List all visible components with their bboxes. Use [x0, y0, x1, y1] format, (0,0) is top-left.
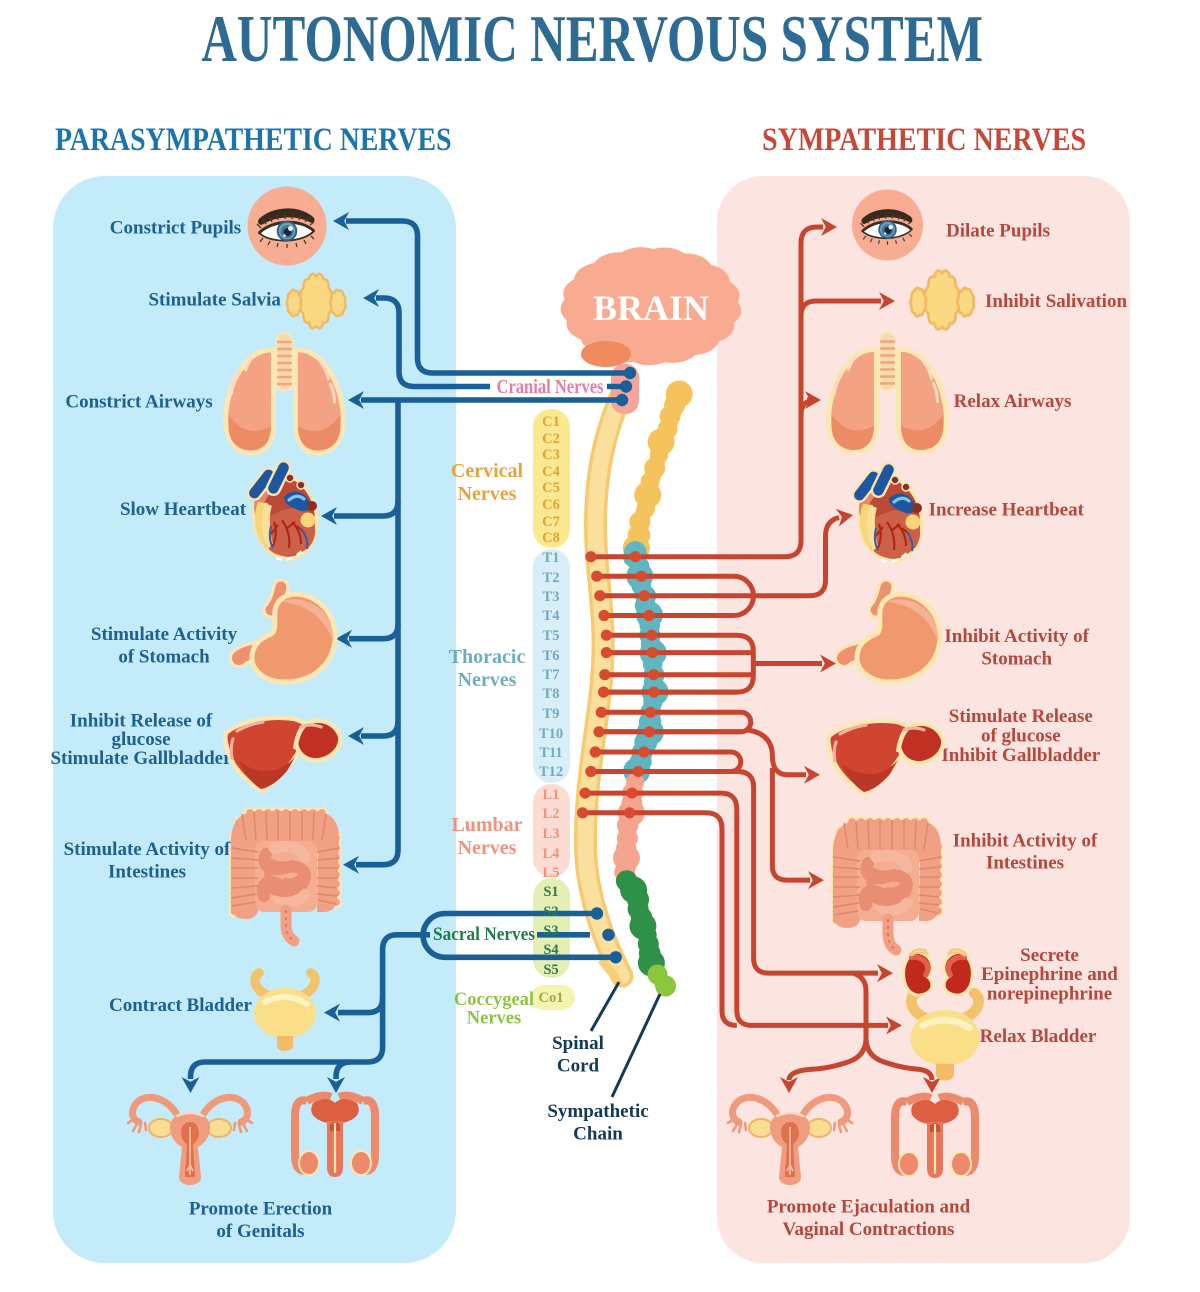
svg-text:Lumbar: Lumbar — [451, 814, 522, 836]
svg-text:Inhibit Salivation: Inhibit Salivation — [985, 291, 1127, 312]
svg-text:Slow Heartbeat: Slow Heartbeat — [120, 499, 247, 520]
svg-text:Relax Airways: Relax Airways — [954, 391, 1072, 412]
svg-text:S2: S2 — [543, 904, 558, 920]
svg-text:Nerves: Nerves — [458, 669, 517, 691]
svg-text:C2: C2 — [542, 431, 560, 447]
svg-text:L3: L3 — [543, 826, 560, 842]
svg-text:Co1: Co1 — [539, 990, 564, 1006]
svg-text:T8: T8 — [543, 686, 560, 702]
svg-text:S1: S1 — [543, 884, 558, 900]
svg-text:Cord: Cord — [557, 1056, 600, 1077]
svg-text:Stimulate Release: Stimulate Release — [949, 706, 1093, 727]
svg-text:Promote Ejaculation and: Promote Ejaculation and — [767, 1196, 971, 1217]
svg-text:of glucose: of glucose — [981, 725, 1061, 746]
svg-text:Increase Heartbeat: Increase Heartbeat — [929, 499, 1085, 520]
svg-text:L2: L2 — [543, 806, 560, 822]
svg-text:T6: T6 — [543, 648, 560, 664]
svg-text:C7: C7 — [542, 514, 560, 530]
svg-text:Cranial Nerves: Cranial Nerves — [497, 376, 604, 398]
svg-text:S4: S4 — [543, 942, 558, 958]
svg-text:Nerves: Nerves — [458, 483, 517, 505]
svg-text:T4: T4 — [543, 608, 560, 624]
svg-text:Cervical: Cervical — [451, 460, 524, 482]
svg-text:S5: S5 — [543, 962, 558, 978]
svg-text:C1: C1 — [542, 414, 560, 430]
svg-text:Dilate Pupils: Dilate Pupils — [946, 220, 1050, 241]
svg-text:Vaginal Contractions: Vaginal Contractions — [783, 1219, 955, 1240]
svg-text:norepinephrine: norepinephrine — [987, 983, 1112, 1004]
svg-text:Constrict Pupils: Constrict Pupils — [110, 218, 241, 239]
svg-text:Constrict Airways: Constrict Airways — [65, 391, 212, 412]
svg-text:Chain: Chain — [573, 1124, 623, 1145]
svg-text:Inhibit Release of: Inhibit Release of — [70, 710, 213, 731]
svg-text:Stimulate Activity: Stimulate Activity — [91, 624, 238, 645]
svg-text:of Stomach: of Stomach — [118, 646, 210, 667]
svg-text:T12: T12 — [539, 764, 563, 780]
svg-text:T3: T3 — [543, 589, 560, 605]
svg-text:L5: L5 — [543, 865, 560, 881]
svg-text:T5: T5 — [543, 628, 560, 644]
svg-text:Intestines: Intestines — [108, 861, 186, 882]
svg-text:Inhibit Activity of: Inhibit Activity of — [944, 626, 1089, 647]
svg-text:C3: C3 — [542, 447, 560, 463]
svg-text:of Genitals: of Genitals — [216, 1221, 304, 1242]
svg-text:Spinal: Spinal — [552, 1033, 604, 1054]
svg-text:T2: T2 — [543, 570, 560, 586]
svg-text:Sympathetic: Sympathetic — [547, 1101, 648, 1122]
svg-text:glucose: glucose — [111, 729, 170, 750]
svg-text:T7: T7 — [543, 667, 560, 683]
svg-text:C4: C4 — [542, 464, 560, 480]
svg-text:Stimulate Salvia: Stimulate Salvia — [148, 290, 281, 311]
svg-text:Nerves: Nerves — [458, 837, 517, 859]
svg-text:Sacral Nerves: Sacral Nerves — [433, 924, 535, 945]
svg-text:Secrete: Secrete — [1020, 945, 1079, 966]
svg-text:L1: L1 — [543, 787, 560, 803]
svg-text:Inhibit Gallbladder: Inhibit Gallbladder — [941, 745, 1100, 766]
svg-text:Nerves: Nerves — [467, 1009, 521, 1029]
svg-text:S3: S3 — [543, 923, 558, 939]
svg-text:Inhibit Activity of: Inhibit Activity of — [953, 830, 1098, 851]
svg-text:C6: C6 — [542, 497, 560, 513]
svg-text:T9: T9 — [543, 706, 560, 722]
svg-text:Stimulate Gallbladder: Stimulate Gallbladder — [50, 748, 232, 769]
svg-text:T11: T11 — [539, 745, 562, 761]
svg-text:L4: L4 — [543, 846, 560, 862]
svg-text:Promote Erection: Promote Erection — [189, 1199, 333, 1220]
svg-text:Thoracic: Thoracic — [449, 646, 526, 668]
svg-text:C8: C8 — [542, 530, 560, 546]
svg-text:Contract Bladder: Contract Bladder — [109, 995, 253, 1016]
svg-text:T10: T10 — [539, 726, 563, 742]
svg-text:Coccygeal: Coccygeal — [454, 990, 534, 1010]
svg-text:BRAIN: BRAIN — [593, 288, 709, 328]
svg-text:Relax Bladder: Relax Bladder — [980, 1026, 1097, 1047]
svg-text:Stomach: Stomach — [981, 649, 1052, 670]
svg-text:Intestines: Intestines — [986, 853, 1064, 874]
svg-text:T1: T1 — [543, 550, 560, 566]
svg-text:Epinephrine and: Epinephrine and — [981, 964, 1118, 985]
svg-text:C5: C5 — [542, 480, 560, 496]
svg-text:Stimulate Activity of: Stimulate Activity of — [64, 839, 231, 860]
